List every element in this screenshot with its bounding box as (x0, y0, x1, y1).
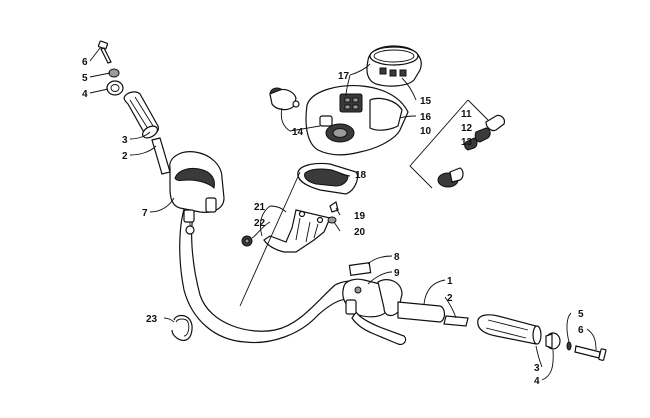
label-3-right: 3 (534, 363, 540, 374)
label-3-left: 3 (122, 135, 128, 146)
left-screw-6 (97, 40, 112, 64)
label-16: 16 (420, 112, 432, 123)
switch-13 (464, 137, 478, 151)
nut-22 (241, 235, 253, 247)
bezel-18 (297, 162, 359, 195)
left-control-housing (169, 151, 225, 235)
leader-lines (89, 47, 597, 381)
gauge-15 (366, 45, 422, 87)
handlebar-tube (179, 192, 361, 344)
label-21: 21 (254, 202, 266, 213)
right-control-housing-9 (342, 278, 407, 345)
label-8: 8 (394, 252, 400, 263)
label-4-right: 4 (534, 376, 540, 387)
power-socket-14 (269, 87, 300, 111)
part-labels: 6 5 4 3 2 7 17 15 16 10 14 11 12 13 18 2… (82, 57, 584, 387)
right-sleeve-2 (443, 315, 469, 327)
label-7: 7 (142, 208, 148, 219)
label-2-left: 2 (122, 151, 128, 162)
label-15: 15 (420, 96, 432, 107)
screw-19 (329, 201, 339, 213)
left-sleeve-2 (151, 137, 171, 175)
label-18: 18 (355, 170, 367, 181)
decal-8 (348, 261, 372, 277)
washer-20 (327, 216, 337, 224)
label-12: 12 (461, 123, 473, 134)
label-10: 10 (420, 126, 432, 137)
label-20: 20 (354, 227, 366, 238)
label-5-left: 5 (82, 73, 88, 84)
label-5-right: 5 (578, 309, 584, 320)
label-17: 17 (338, 71, 350, 82)
switch-group-bracket (409, 99, 489, 189)
right-screw-6 (574, 345, 607, 361)
switch-11 (485, 114, 505, 132)
left-washer-5 (108, 68, 120, 78)
left-grip-3 (123, 91, 159, 139)
label-6-right: 6 (578, 325, 584, 336)
bracket-21 (263, 209, 331, 253)
label-19: 19 (354, 211, 366, 222)
label-9: 9 (394, 268, 400, 279)
label-22: 22 (254, 218, 266, 229)
label-2-right: 2 (447, 293, 453, 304)
label-4-left: 4 (82, 89, 88, 100)
label-23: 23 (146, 314, 158, 325)
label-14: 14 (292, 127, 304, 138)
switch-12 (474, 127, 491, 143)
clamp-23 (171, 314, 193, 341)
right-plug-4 (545, 332, 561, 350)
right-washer-5 (566, 341, 572, 351)
label-13: 13 (461, 137, 473, 148)
label-6-left: 6 (82, 57, 88, 68)
right-tube-1 (397, 301, 446, 323)
label-1: 1 (447, 276, 453, 287)
left-plug-4 (106, 80, 124, 96)
instrument-pod-16 (305, 85, 409, 156)
label-11: 11 (461, 109, 472, 120)
right-grip-3 (477, 314, 542, 345)
switch-knob (437, 167, 464, 188)
